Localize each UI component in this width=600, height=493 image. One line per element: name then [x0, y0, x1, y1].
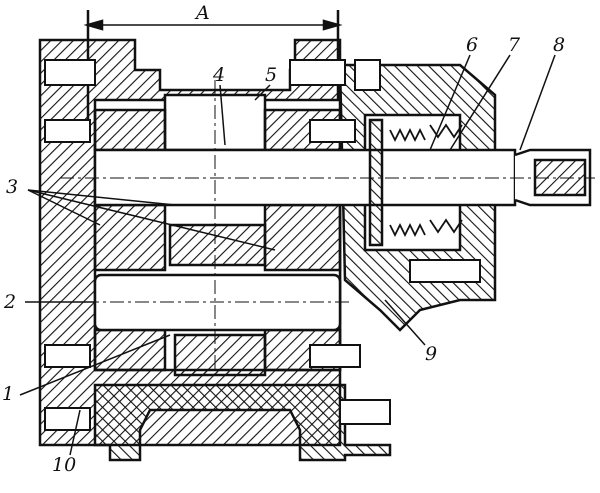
base-foot — [93, 383, 392, 462]
callout-5: 5 — [265, 64, 278, 86]
callout-10: 10 — [52, 454, 77, 476]
callout-7: 7 — [508, 34, 521, 56]
dimension-label-a: A — [196, 2, 210, 24]
callout-8: 8 — [553, 34, 566, 56]
callout-6: 6 — [466, 34, 479, 56]
callout-4: 4 — [213, 64, 226, 86]
callout-9: 9 — [425, 343, 438, 365]
callout-3: 3 — [6, 176, 19, 198]
callout-2: 2 — [4, 291, 17, 313]
callout-1: 1 — [2, 383, 15, 405]
